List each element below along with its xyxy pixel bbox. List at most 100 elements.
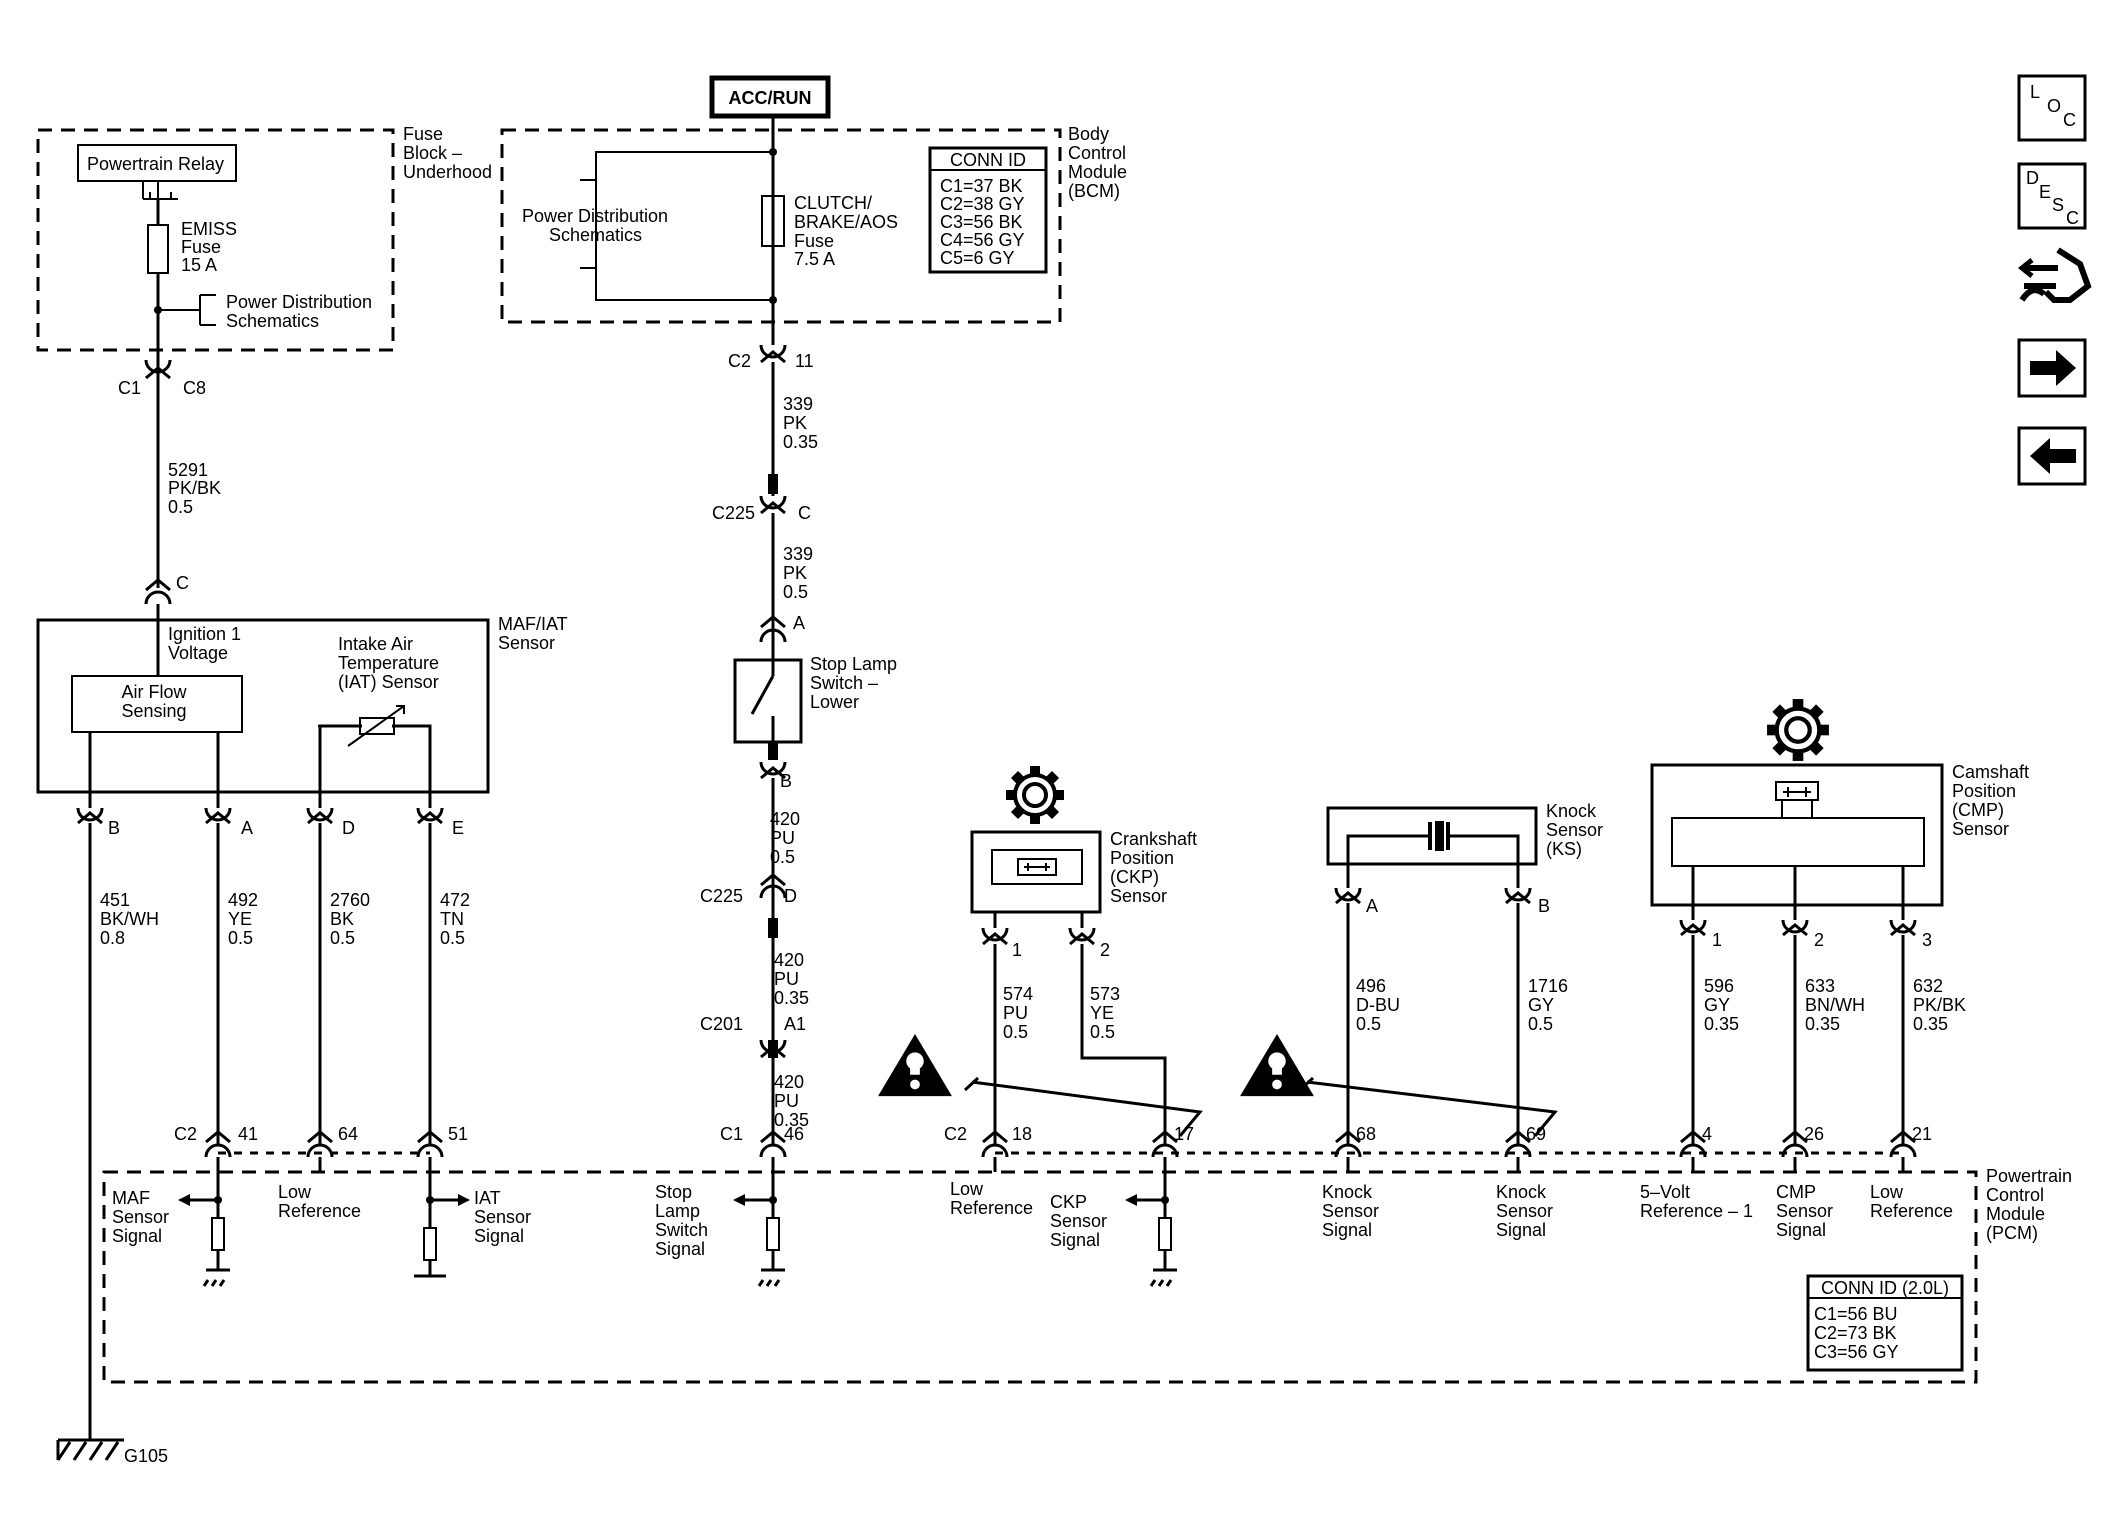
pcm-sig-stop: Stop (655, 1182, 692, 1202)
pcm-conn-id-title: CONN ID (2.0L) (1821, 1278, 1949, 1298)
wire-5291-color: PK/BK (168, 478, 221, 498)
wire-632-gauge: 0.35 (1913, 1014, 1948, 1034)
maf-pin-c: C (176, 573, 189, 593)
gear-icon (1005, 765, 1065, 825)
clutch-fuse-label: CLUTCH/ (794, 193, 872, 213)
bcm-pd-schematics[interactable]: Power Distribution (522, 206, 668, 226)
emiss-fuse (147, 224, 169, 274)
desc-button[interactable]: D E S C (2017, 162, 2087, 230)
arrow-left-button[interactable] (2017, 426, 2087, 486)
wire-339a-color: PK (783, 413, 807, 433)
wire-451-gauge: 0.8 (100, 928, 125, 948)
pcm-sig-cmp-2: Sensor (1776, 1201, 1833, 1221)
wire-420a-gauge: 0.5 (770, 847, 795, 867)
emiss-fuse-rating: 15 A (181, 255, 217, 275)
pcm-sig-cmp-3: Signal (1776, 1220, 1826, 1240)
wire-420c-gauge: 0.35 (774, 1110, 809, 1130)
arrow-left-icon (2030, 438, 2076, 474)
conn-c201: C201 (700, 1014, 743, 1034)
pcm-label-2: Control (1986, 1185, 2044, 1205)
bcm-label: Body (1068, 124, 1109, 144)
ground-label: G105 (124, 1446, 168, 1466)
pcm-sig-lowref-3b: Reference (1870, 1201, 1953, 1221)
cmp-pin-1: 1 (1712, 930, 1722, 950)
powertrain-relay-label: Powertrain Relay (87, 154, 224, 174)
wire-574-label: 574 (1003, 984, 1033, 1004)
pcm-pin-26: 26 (1804, 1124, 1824, 1144)
emiss-fuse-label-2: Fuse (181, 237, 221, 257)
wire-420c-color: PU (774, 1091, 799, 1111)
desc-icon-e: E (2039, 182, 2051, 202)
wire-339a-gauge: 0.35 (783, 432, 818, 452)
loc-button[interactable]: L O C (2017, 74, 2087, 142)
pcm-pin-18: 18 (1012, 1124, 1032, 1144)
wire-339a-label: 339 (783, 394, 813, 414)
cmp-label-4: Sensor (1952, 819, 2009, 839)
pcm-conn-id-2: C2=73 BK (1814, 1323, 1897, 1343)
bcm-conn-id-title: CONN ID (950, 150, 1026, 170)
pcm-sig-stop-2: Lamp (655, 1201, 700, 1221)
fuse-pd-schematics-2[interactable]: Schematics (226, 311, 319, 331)
pcm-conn-id-3: C3=56 GY (1814, 1342, 1899, 1362)
arrow-right-button[interactable] (2017, 338, 2087, 398)
wire-5291-label: 5291 (168, 460, 208, 480)
wire-633-gauge: 0.35 (1805, 1014, 1840, 1034)
pcm-pin-51: 51 (448, 1124, 468, 1144)
pcm-sig-stop-4: Signal (655, 1239, 705, 1259)
pcm-sig-ks1-2: Sensor (1322, 1201, 1379, 1221)
wire-420a-color: PU (770, 828, 795, 848)
harness-connector-icon[interactable] (2017, 247, 2092, 303)
pcm-sig-maf-3: Signal (112, 1226, 162, 1246)
warning-icon-ks[interactable] (1240, 1033, 1314, 1097)
fuse-block-label: Fuse (403, 124, 443, 144)
pcm-pin-21: 21 (1912, 1124, 1932, 1144)
wire-339b-gauge: 0.5 (783, 582, 808, 602)
pcm-pins (204, 1130, 1917, 1158)
bcm-conn-id-5: C5=6 GY (940, 248, 1015, 268)
conn-c225-pin-c: C (798, 503, 811, 523)
bcm-pin-11: 11 (795, 351, 814, 371)
arrow-right-icon (2030, 350, 2076, 386)
pcm-pin-46: 46 (784, 1124, 804, 1144)
connector-c1-c8 (144, 359, 172, 374)
pcm-sig-iat-2: Sensor (474, 1207, 531, 1227)
wire-492-label: 492 (228, 890, 258, 910)
maf-sensor-label: MAF/IAT (498, 614, 568, 634)
cmp-pin-3: 3 (1922, 930, 1932, 950)
pcm-sig-ks2-2: Sensor (1496, 1201, 1553, 1221)
wire-339b-label: 339 (783, 544, 813, 564)
wire-451-color: BK/WH (100, 909, 159, 929)
wire-632-label: 632 (1913, 976, 1943, 996)
wire-573-color: YE (1090, 1003, 1114, 1023)
desc-icon-d: D (2026, 168, 2039, 188)
emiss-fuse-label: EMISS (181, 219, 237, 239)
pcm-sig-lowref-2: Low (950, 1179, 984, 1199)
bcm-conn-id-3: C3=56 BK (940, 212, 1023, 232)
desc-icon-c: C (2066, 208, 2079, 228)
fuse-pd-schematics[interactable]: Power Distribution (226, 292, 372, 312)
bcm-label-4: (BCM) (1068, 181, 1120, 201)
ignition-voltage-label: Ignition 1 (168, 624, 241, 644)
bcm-conn-id-box (928, 146, 1048, 274)
warning-icon[interactable] (878, 1033, 952, 1097)
wire-596-color: GY (1704, 995, 1730, 1015)
pcm-conn-id-box (1806, 1274, 1964, 1372)
pcm-sig-ckp-3: Signal (1050, 1230, 1100, 1250)
ks-label-3: (KS) (1546, 839, 1582, 859)
pcm-sig-lowref-3: Low (1870, 1182, 1904, 1202)
pcm-sig-lowref-1: Low (278, 1182, 312, 1202)
wire-5291-gauge: 0.5 (168, 497, 193, 517)
pcm-sig-5v-2: Reference – 1 (1640, 1201, 1753, 1221)
bcm-conn-id-4: C4=56 GY (940, 230, 1025, 250)
bcm-pd-schematics-2[interactable]: Schematics (549, 225, 642, 245)
pcm-label-4: (PCM) (1986, 1223, 2038, 1243)
wire-496-gauge: 0.5 (1356, 1014, 1381, 1034)
wire-1716-gauge: 0.5 (1528, 1014, 1553, 1034)
bcm-label-3: Module (1068, 162, 1127, 182)
iat-thermistor (359, 717, 395, 735)
wire-1716-label: 1716 (1528, 976, 1568, 996)
iat-sensor-label: Intake Air (338, 634, 413, 654)
stop-lamp-switch: A Stop Lamp Switch – Lower B (733, 613, 897, 791)
wire-1716-color: GY (1528, 995, 1554, 1015)
